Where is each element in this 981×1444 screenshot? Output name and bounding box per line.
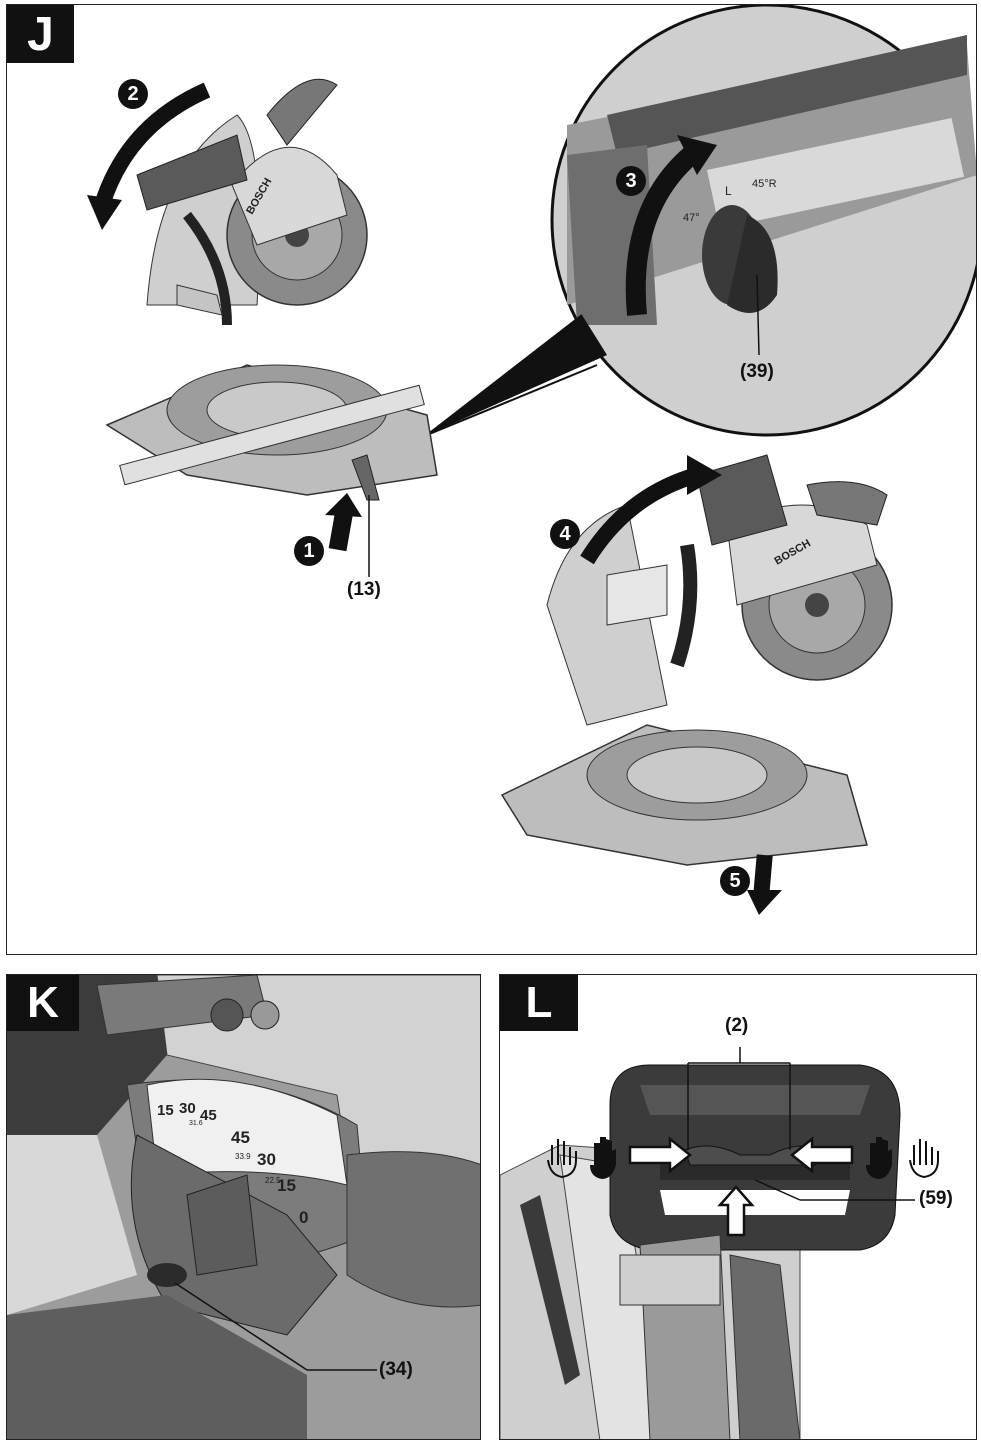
hand-outline-left-icon	[547, 1139, 577, 1179]
callout-2: (2)	[725, 1015, 749, 1036]
panel-j: J	[6, 4, 977, 955]
step-5-marker: 5	[720, 866, 750, 896]
k-scale-30a: 30	[179, 1100, 196, 1117]
step-1-marker: 1	[294, 536, 324, 566]
step-2-marker: 2	[118, 79, 148, 109]
panel-l-illustration	[500, 975, 976, 1439]
scale-label-45: 45°R	[752, 178, 777, 190]
hand-outline-right-icon	[909, 1139, 939, 1179]
k-scale-small-31: 31.6	[189, 1120, 203, 1127]
magnifier-detail	[426, 5, 976, 437]
callout-34: (34)	[379, 1359, 413, 1380]
panel-l: L (2) (59)	[499, 974, 977, 1440]
k-scale-30b: 30	[257, 1150, 276, 1169]
callout-39: (39)	[740, 361, 774, 382]
panel-k-tag: K	[7, 975, 79, 1031]
callout-13: (13)	[347, 579, 381, 600]
k-scale-15b: 15	[277, 1176, 296, 1195]
panel-l-tag: L	[500, 975, 578, 1031]
panel-j-illustration: BOSCH BOSCH	[87, 5, 976, 915]
k-scale-15a: 15	[157, 1102, 174, 1119]
k-scale-45b: 45	[231, 1128, 250, 1147]
step-4-marker: 4	[550, 519, 580, 549]
scale-label-47: 47°	[683, 212, 700, 224]
panel-k-illustration: 15 30 45 45 30 15 0 33.9 22.5 31.6	[7, 975, 480, 1439]
callout-59: (59)	[919, 1188, 953, 1209]
k-scale-small-33: 33.9	[235, 1152, 251, 1161]
k-scale-0: 0	[299, 1208, 308, 1227]
hand-filled-right-icon	[866, 1137, 892, 1179]
hand-filled-left-icon	[590, 1137, 616, 1179]
step-3-marker: 3	[616, 166, 646, 196]
k-scale-small-22: 22.5	[265, 1176, 281, 1185]
k-scale-45a: 45	[200, 1107, 217, 1124]
scale-label-left: L	[725, 184, 732, 198]
panel-j-tag: J	[7, 5, 74, 63]
panel-k: 15 30 45 45 30 15 0 33.9 22.5 31.6 K (34…	[6, 974, 481, 1440]
miter-saw-upper: BOSCH	[87, 78, 438, 577]
miter-saw-lower: BOSCH	[500, 454, 893, 915]
